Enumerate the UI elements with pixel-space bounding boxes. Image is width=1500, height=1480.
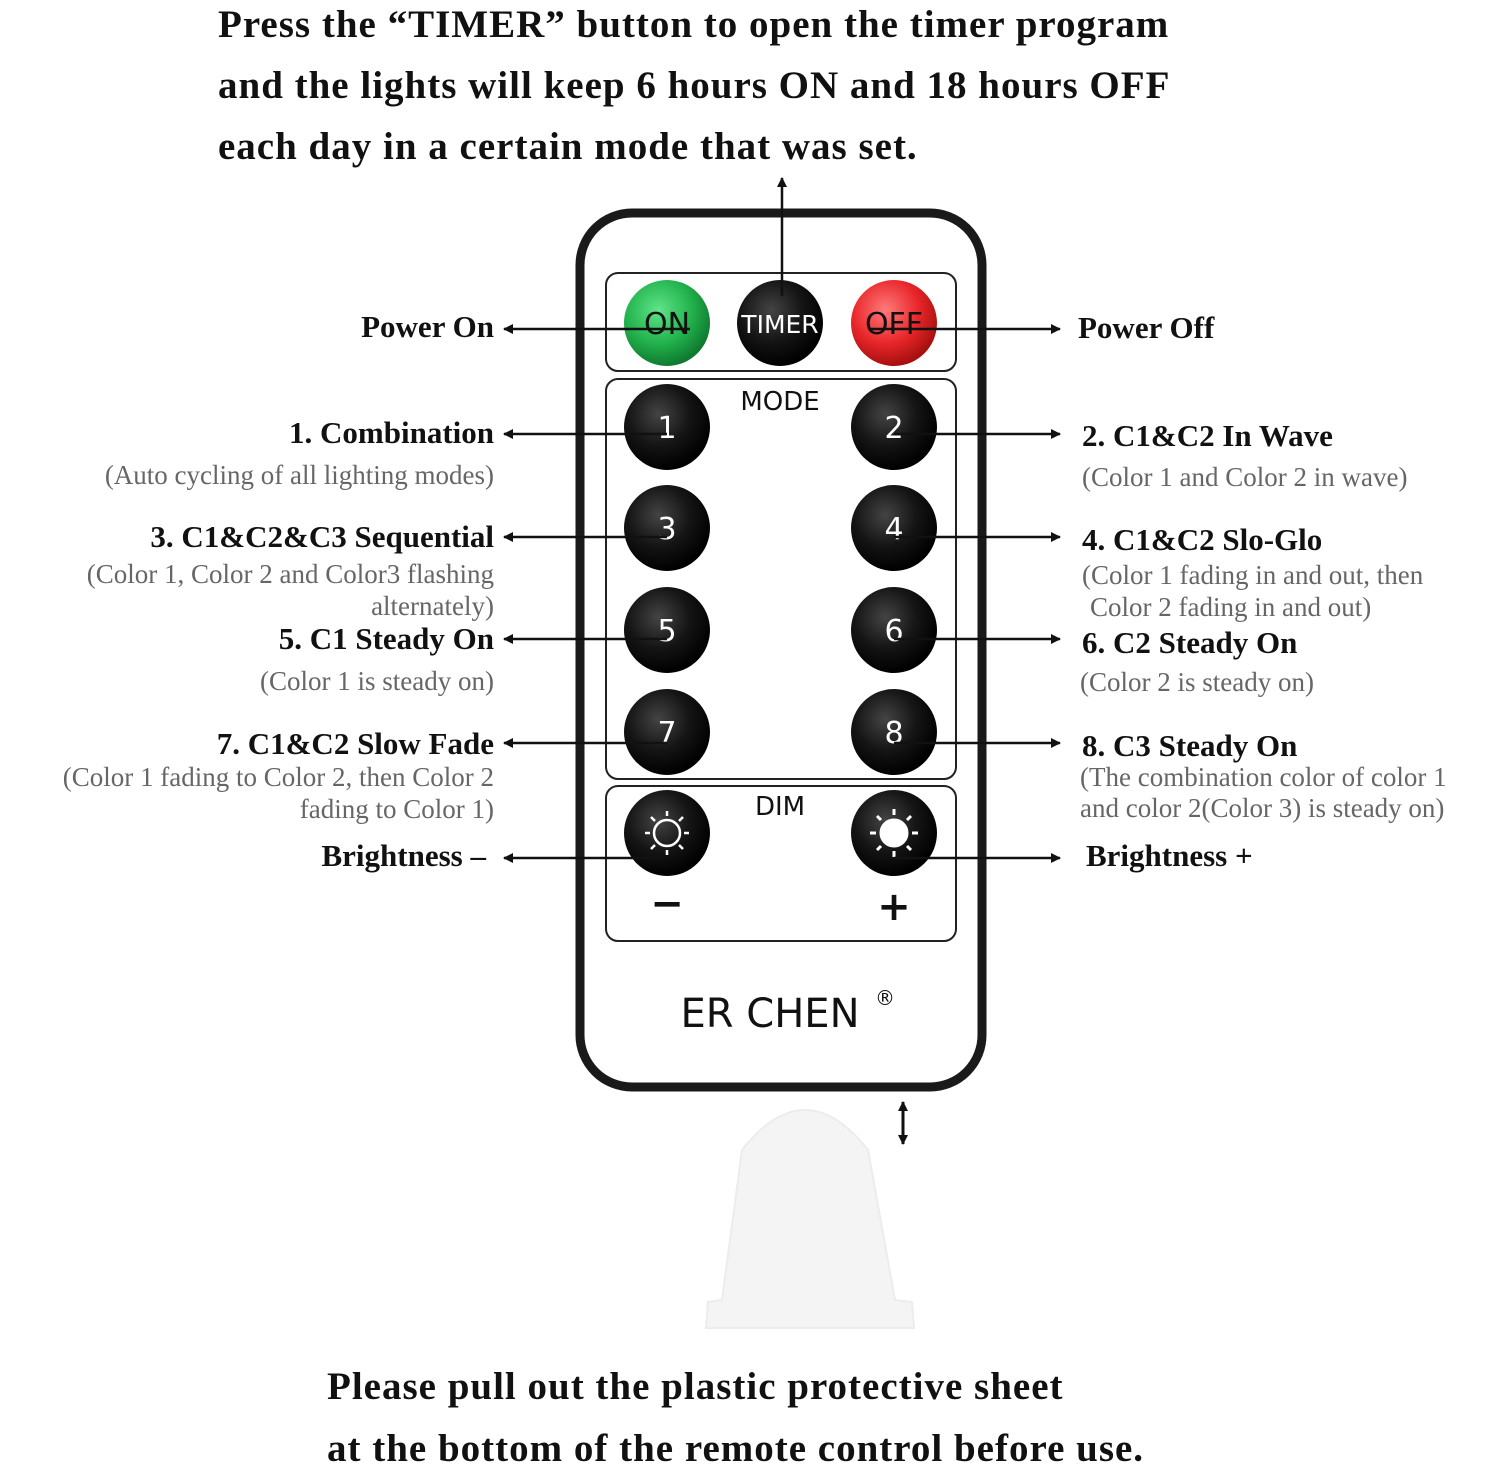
mode-button-5-label: 5 — [657, 614, 676, 649]
mode-2-description: (Color 1 and Color 2 in wave) — [1082, 462, 1408, 492]
mode-button-6[interactable]: 6 — [851, 587, 937, 673]
mode-7-description: (Color 1 fading to Color 2, then Color 2… — [62, 762, 494, 824]
mode-button-3-label: 3 — [657, 512, 676, 547]
power-off-label: Power Off — [1078, 310, 1215, 345]
brightness-down-button[interactable] — [624, 790, 710, 876]
off-button[interactable]: OFF — [851, 280, 937, 366]
mode-button-7-label: 7 — [657, 716, 676, 751]
mode-4-description-line-1: (Color 1 fading in and out, then — [1082, 560, 1424, 590]
timer-instructions-line-3: each day in a certain mode that was set. — [218, 125, 918, 168]
mode-3-title: 3. C1&C2&C3 Sequential — [150, 519, 494, 554]
mode-1-title: 1. Combination — [289, 415, 494, 450]
minus-sign: − — [650, 881, 684, 927]
on-button[interactable]: ON — [624, 280, 710, 366]
brightness-plus-label: Brightness + — [1086, 838, 1253, 873]
brightness-minus-label: Brightness – — [321, 838, 487, 873]
mode-8-title: 8. C3 Steady On — [1082, 728, 1298, 763]
mode-button-4-label: 4 — [884, 512, 903, 547]
mode-button-1-label: 1 — [657, 411, 676, 446]
mode-4-description-line-2: Color 2 fading in and out) — [1090, 592, 1372, 622]
mode-button-2[interactable]: 2 — [851, 384, 937, 470]
timer-instructions: Press the “TIMER” button to open the tim… — [218, 0, 1458, 177]
mode-button-7[interactable]: 7 — [624, 689, 710, 775]
mode-button-6-label: 6 — [884, 614, 903, 649]
brightness-up-button[interactable] — [851, 790, 937, 876]
mode-section-label: MODE — [740, 387, 819, 417]
mode-button-2-label: 2 — [884, 411, 903, 446]
mode-2-title: 2. C1&C2 In Wave — [1082, 418, 1333, 453]
mode-button-3[interactable]: 3 — [624, 485, 710, 571]
sun-filled-icon — [870, 809, 918, 857]
mode-6-description: (Color 2 is steady on) — [1080, 667, 1314, 697]
mode-5-description: (Color 1 is steady on) — [260, 666, 494, 696]
mode-7-title: 7. C1&C2 Slow Fade — [216, 726, 494, 761]
mode-6-title: 6. C2 Steady On — [1082, 625, 1298, 660]
mode-button-1[interactable]: 1 — [624, 384, 710, 470]
mode-button-8[interactable]: 8 — [851, 689, 937, 775]
mode-button-5[interactable]: 5 — [624, 587, 710, 673]
protective-sheet-instructions-line-1: Please pull out the plastic protective s… — [327, 1365, 1064, 1408]
mode-1-description: (Auto cycling of all lighting modes) — [104, 460, 494, 490]
mode-8-description-line-2: and color 2(Color 3) is steady on) — [1080, 793, 1445, 823]
on-button-label: ON — [644, 307, 690, 342]
mode-button-4[interactable]: 4 — [851, 485, 937, 571]
mode-3-description: (Color 1, Color 2 and Color3 flashing al… — [86, 559, 494, 621]
timer-instructions-line-2: and the lights will keep 6 hours ON and … — [218, 64, 1171, 107]
mode-8-description-line-1: (The combination color of color 1 — [1080, 762, 1447, 792]
protective-sheet — [704, 1109, 916, 1329]
off-button-label: OFF — [865, 307, 923, 342]
timer-button[interactable]: TIMER — [737, 280, 823, 366]
timer-instructions-line-1: Press the “TIMER” button to open the tim… — [218, 3, 1170, 46]
dim-panel — [605, 785, 957, 942]
protective-sheet-instructions: Please pull out the plastic protective s… — [327, 1356, 1427, 1480]
sun-outline-icon — [645, 811, 689, 855]
brand-name: ER CHEN — [681, 991, 860, 1037]
protective-sheet-instructions-line-2: at the bottom of the remote control befo… — [327, 1427, 1145, 1470]
mode-button-8-label: 8 — [884, 716, 903, 751]
mode-panel — [605, 378, 957, 780]
registered-mark: ® — [875, 986, 895, 1010]
plus-sign: + — [877, 884, 911, 930]
dim-section-label: DIM — [755, 792, 805, 822]
mode-4-title: 4. C1&C2 Slo-Glo — [1082, 522, 1323, 557]
power-on-label: Power On — [361, 309, 494, 344]
mode-5-title: 5. C1 Steady On — [278, 621, 494, 656]
timer-button-label: TIMER — [740, 310, 818, 339]
